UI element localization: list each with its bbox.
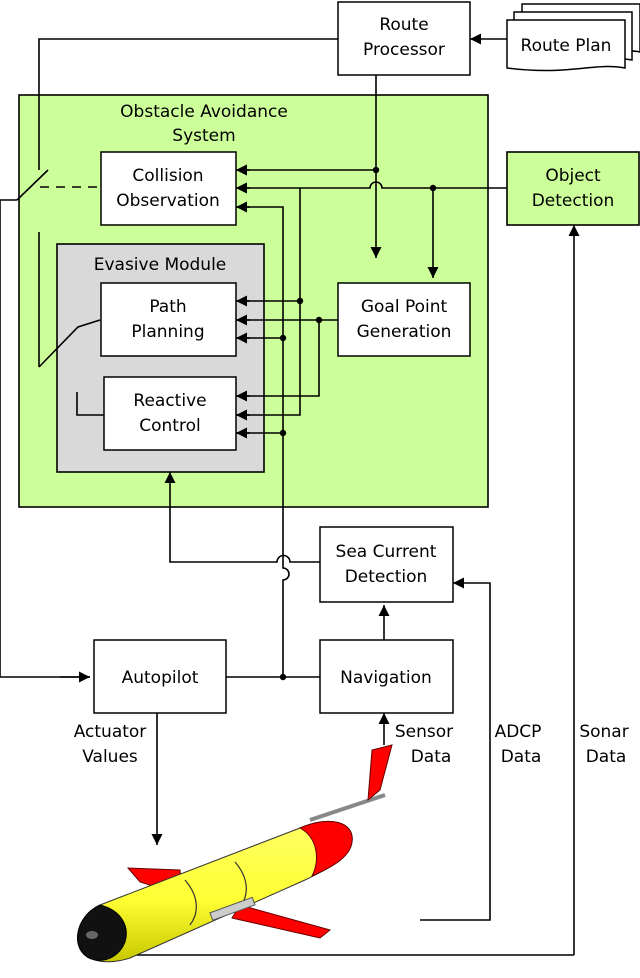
sonar-data-label-2: Data — [586, 747, 627, 767]
svg-text:Path: Path — [149, 297, 186, 317]
svg-text:Control: Control — [139, 416, 200, 436]
reactive-control-box: Reactive Control — [103, 376, 237, 451]
route-plan-document: Route Plan — [506, 3, 640, 72]
sensor-data-label: Sensor — [395, 722, 453, 742]
evasive-module-title: Evasive Module — [94, 255, 227, 275]
svg-text:Collision: Collision — [132, 166, 203, 186]
adcp-data-label: ADCP — [495, 722, 542, 742]
underwater-glider-image — [77, 744, 393, 963]
svg-text:Observation: Observation — [116, 191, 220, 211]
svg-text:Detection: Detection — [532, 191, 615, 211]
svg-text:Generation: Generation — [357, 322, 452, 342]
evasive-switch-line — [38, 232, 104, 416]
sensor-data-label-2: Data — [411, 747, 452, 767]
svg-text:Planning: Planning — [131, 322, 204, 342]
autopilot-box: Autopilot — [93, 639, 227, 714]
svg-text:Route: Route — [379, 15, 428, 35]
object-detection-line — [236, 181, 507, 194]
adcp-line — [420, 577, 491, 921]
svg-text:Navigation: Navigation — [340, 668, 432, 688]
svg-text:Object: Object — [545, 166, 601, 186]
svg-text:Reactive: Reactive — [133, 391, 206, 411]
sea-current-to-evasive — [164, 472, 320, 563]
obstacle-system-subtitle: System — [172, 126, 235, 146]
svg-text:Detection: Detection — [345, 567, 428, 587]
route-processor-box: Route Processor — [337, 1, 471, 76]
svg-text:Goal Point: Goal Point — [361, 297, 448, 317]
actuator-values-label-2: Values — [82, 747, 138, 767]
route-to-autopilot-line — [0, 38, 338, 678]
goal-point-generation-box: Goal Point Generation — [337, 282, 471, 357]
svg-text:Autopilot: Autopilot — [122, 668, 199, 688]
sea-current-detection-box: Sea Current Detection — [319, 526, 454, 603]
actuator-values-label: Actuator — [74, 722, 147, 742]
adcp-data-label-2: Data — [501, 747, 542, 767]
route-plan-label: Route Plan — [521, 36, 612, 56]
connections — [0, 33, 580, 956]
svg-text:Sea Current: Sea Current — [336, 542, 437, 562]
collision-observation-box: Collision Observation — [100, 151, 237, 226]
nav-feed-collision — [236, 206, 284, 433]
object-detection-box: Object Detection — [506, 151, 640, 226]
path-planning-box: Path Planning — [100, 282, 237, 357]
switch-blade — [16, 169, 49, 201]
svg-text:Processor: Processor — [363, 40, 445, 60]
sonar-data-label: Sonar — [579, 722, 628, 742]
navigation-box: Navigation — [319, 639, 454, 714]
obstacle-system-title: Obstacle Avoidance — [120, 102, 288, 122]
